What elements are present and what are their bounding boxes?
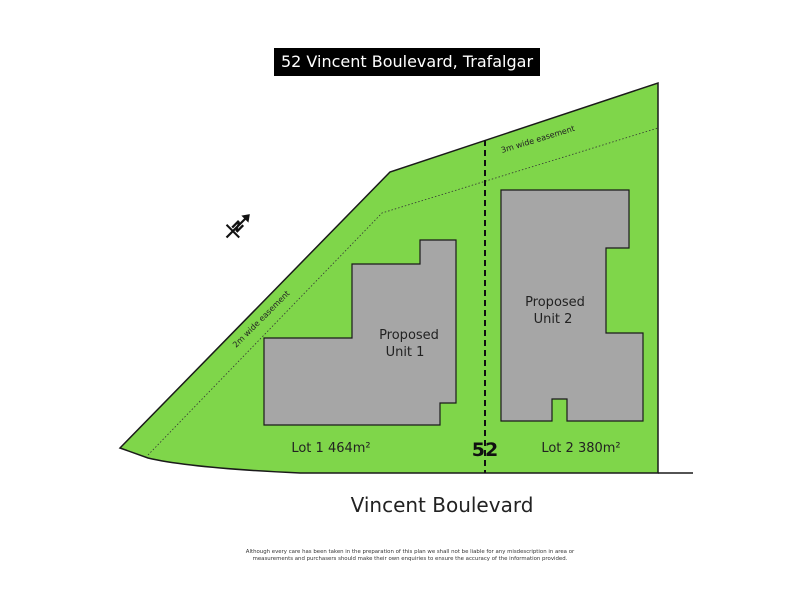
unit1-building [263, 239, 457, 426]
lot2-label: Lot 2 380m² [541, 441, 620, 456]
unit2-label-line1: Proposed [525, 295, 585, 310]
street-name: Vincent Boulevard [350, 493, 534, 517]
unit1-label-line1: Proposed [379, 328, 439, 343]
unit1-label-line2: Unit 1 [386, 345, 425, 360]
lot1-label: Lot 1 464m² [291, 441, 370, 456]
north-arrow-icon: N [225, 214, 250, 239]
easement-line [147, 127, 659, 456]
plan-title: 52 Vincent Boulevard, Trafalgar [274, 48, 540, 76]
unit2-building [500, 189, 644, 422]
disclaimer-text: Although every care has been taken in th… [245, 549, 575, 562]
house-number: 52 [472, 439, 498, 461]
unit2-label-line2: Unit 2 [534, 312, 573, 327]
